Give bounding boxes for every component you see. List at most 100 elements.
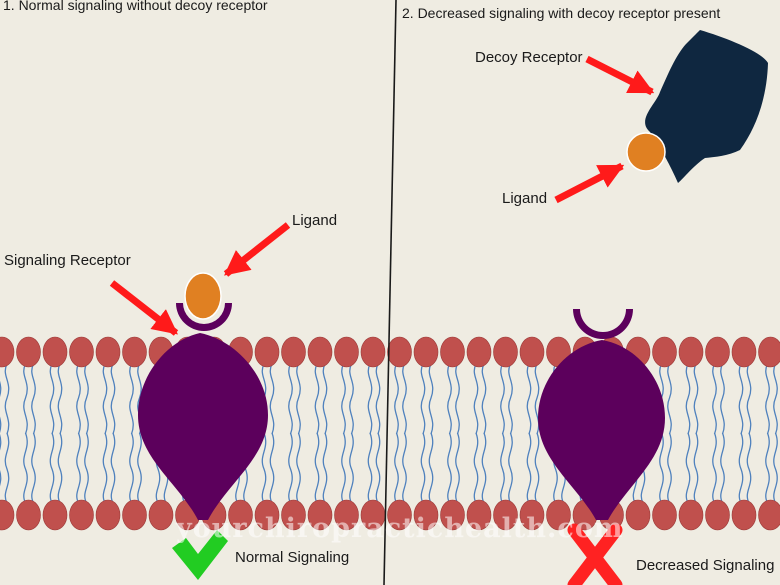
- lipid-heads-bottom: [0, 499, 780, 531]
- lipid-tail: [420, 363, 434, 435]
- lipid-head: [254, 336, 280, 368]
- lipid-head: [625, 499, 651, 531]
- lipid-tail: [712, 363, 725, 435]
- lipid-tail: [500, 432, 513, 504]
- lipid-head: [0, 499, 15, 531]
- lipid-tail: [288, 363, 301, 435]
- lipid-head: [519, 499, 545, 531]
- ligand-captured: [626, 132, 666, 172]
- lipid-tail: [314, 363, 328, 435]
- watermark: yourchiropractichealth.com: [175, 513, 623, 544]
- lipid-head: [0, 336, 15, 368]
- lipid-tail: [526, 432, 540, 504]
- lipid-tail: [712, 432, 725, 504]
- lipid-tail: [341, 432, 354, 504]
- lipid-tail: [0, 363, 10, 435]
- signaling-receptor-binding-site: [176, 303, 232, 331]
- lipid-head: [758, 499, 780, 531]
- decreased-signaling-label: Decreased Signaling: [636, 557, 774, 574]
- lipid-head: [758, 336, 780, 368]
- lipid-tail: [49, 363, 63, 435]
- signaling-receptor: [138, 333, 268, 520]
- lipid-heads-top: [0, 336, 780, 368]
- lipid-tails-bottom: [0, 432, 778, 504]
- lipid-head: [731, 499, 757, 531]
- lipid-head: [493, 499, 518, 531]
- lipid-head: [122, 499, 147, 531]
- lipid-tail: [102, 432, 116, 504]
- decoy-receptor: [645, 30, 768, 183]
- lipid-head: [652, 336, 677, 368]
- ligand-label-left: Ligand: [292, 212, 337, 229]
- lipid-head: [652, 499, 677, 531]
- lipid-tail: [49, 432, 63, 504]
- lipid-head: [95, 336, 121, 368]
- lipid-tail: [394, 363, 407, 435]
- ligand-arrow-right: [554, 162, 625, 204]
- ligand-bound: [184, 272, 222, 320]
- lipid-head: [387, 499, 412, 531]
- lipid-head: [122, 336, 147, 368]
- lipid-tail: [765, 432, 778, 504]
- lipid-tail: [288, 432, 301, 504]
- lipid-head: [334, 499, 359, 531]
- lipid-head: [281, 499, 306, 531]
- lipid-tail: [500, 363, 513, 435]
- lipid-head: [440, 499, 465, 531]
- lipid-head: [413, 336, 439, 368]
- lipid-head: [307, 336, 333, 368]
- lipid-tail: [420, 432, 434, 504]
- panel-divider: [383, 0, 397, 585]
- lipid-head: [387, 336, 412, 368]
- lipid-head: [42, 499, 68, 531]
- normal-signaling-label: Normal Signaling: [235, 549, 349, 566]
- lipid-head: [519, 336, 545, 368]
- lipid-head: [148, 499, 174, 531]
- lipid-tail: [473, 363, 487, 435]
- lipid-tail: [738, 432, 752, 504]
- lipid-head: [228, 499, 253, 531]
- lipid-tail: [76, 432, 89, 504]
- lipid-tail: [473, 432, 487, 504]
- receptor-arrow: [109, 280, 179, 336]
- lipid-head: [281, 336, 306, 368]
- lipid-tail: [447, 363, 460, 435]
- ligand-label-right: Ligand: [502, 190, 547, 207]
- signaling-receptor-label: Signaling Receptor: [4, 252, 131, 269]
- lipid-head: [440, 336, 465, 368]
- lipid-tail: [447, 432, 460, 504]
- lipid-tail: [685, 432, 699, 504]
- lipid-tail: [341, 363, 354, 435]
- lipid-tail: [23, 363, 36, 435]
- lipid-head: [705, 336, 730, 368]
- lipid-head: [42, 336, 68, 368]
- decoy-arrow: [585, 55, 655, 96]
- lipid-head: [16, 336, 41, 368]
- lipid-head: [678, 499, 704, 531]
- lipid-head: [69, 499, 94, 531]
- lipid-tail: [261, 432, 275, 504]
- lipid-tail: [685, 363, 699, 435]
- lipid-head: [334, 336, 359, 368]
- lipid-head: [254, 499, 280, 531]
- ligand-arrow-left: [223, 222, 291, 277]
- green-check-icon: [172, 530, 228, 580]
- lipid-head: [493, 336, 518, 368]
- lipid-tail: [314, 432, 328, 504]
- lipid-tail: [76, 363, 89, 435]
- red-x-icon: [567, 523, 623, 585]
- decoy-receptor-label: Decoy Receptor: [475, 49, 583, 66]
- lipid-head: [466, 336, 492, 368]
- left-panel-title: 1. Normal signaling without decoy recept…: [3, 0, 268, 13]
- lipid-head: [69, 336, 94, 368]
- lipid-head: [678, 336, 704, 368]
- lipid-tail: [738, 363, 752, 435]
- lipid-head: [546, 499, 571, 531]
- empty-binding-site: [573, 309, 633, 339]
- lipid-tail: [659, 432, 672, 504]
- right-panel-title: 2. Decreased signaling with decoy recept…: [402, 5, 720, 21]
- lipid-tail: [129, 432, 142, 504]
- lipid-head: [466, 499, 492, 531]
